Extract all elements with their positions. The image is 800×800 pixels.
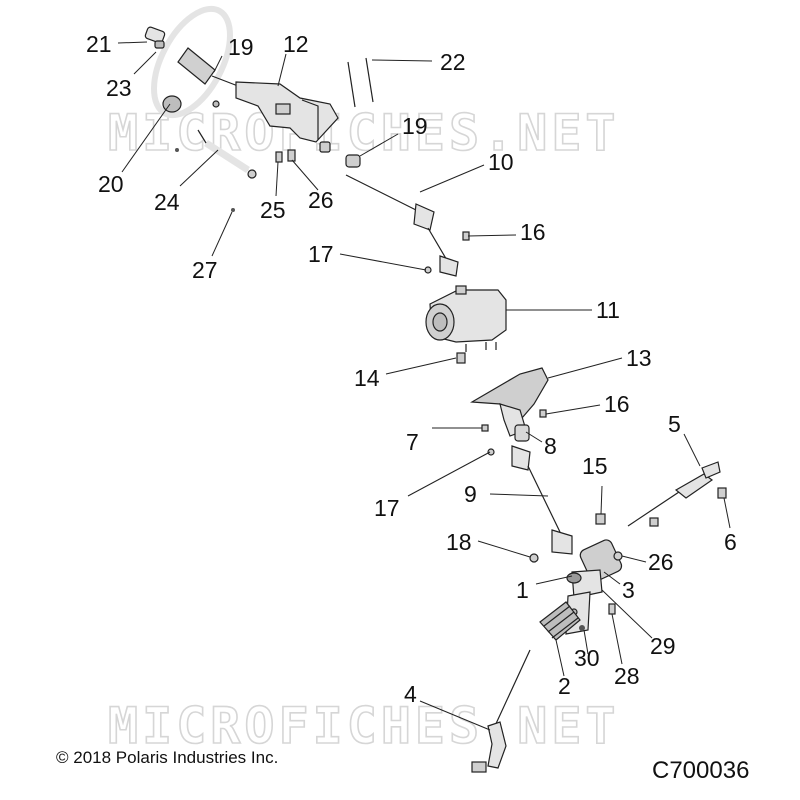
diagram-code: C700036	[652, 757, 749, 784]
callout-16-lower: 16	[604, 391, 630, 417]
callout-29: 29	[650, 633, 676, 659]
callout-15: 15	[582, 453, 608, 479]
part-tilt-bracket	[235, 81, 339, 153]
part-bolt-15	[595, 513, 606, 525]
callout-5: 5	[668, 411, 681, 437]
part-lower-intermediate-shaft	[511, 445, 573, 555]
callout-19: 19	[228, 34, 254, 60]
callout-25: 25	[260, 197, 286, 223]
part-steering-rack	[565, 539, 623, 635]
callout-labels: 21 19 12 22 23 19 10 20 24 25 26 16 17 2…	[86, 31, 737, 707]
part-small-fasteners-top	[231, 149, 296, 212]
callout-16: 16	[520, 219, 546, 245]
callout-17-lower: 17	[374, 495, 400, 521]
callout-23: 23	[106, 75, 132, 101]
callout-24: 24	[154, 189, 180, 215]
callout-19-lower: 19	[402, 113, 428, 139]
part-bushing	[345, 154, 361, 168]
callout-6: 6	[724, 529, 737, 555]
part-upper-intermediate-shaft	[345, 174, 470, 277]
part-bolt-14	[456, 352, 466, 364]
callout-11: 11	[596, 297, 620, 323]
part-boot	[539, 601, 581, 641]
callout-9: 9	[464, 481, 477, 507]
callout-30: 30	[574, 645, 600, 671]
callout-13: 13	[626, 345, 652, 371]
part-tie-rod-right	[627, 461, 727, 527]
callout-17: 17	[308, 241, 334, 267]
callout-26: 26	[308, 187, 334, 213]
callout-26-lower: 26	[648, 549, 674, 575]
part-eps-unit	[425, 285, 507, 352]
part-wheel-cap	[144, 26, 166, 49]
part-nut-18	[529, 553, 539, 563]
part-gas-strut	[175, 129, 257, 179]
watermark-bottom: MICROFICHES.NET	[108, 697, 620, 755]
part-bolts-pair	[347, 57, 374, 108]
callout-14: 14	[354, 365, 380, 391]
leader-lines	[117, 41, 731, 731]
callout-28: 28	[614, 663, 640, 689]
callout-27: 27	[192, 257, 218, 283]
callout-4: 4	[404, 681, 417, 707]
watermark-top: MICROFICHES.NET	[108, 104, 620, 162]
callout-1: 1	[516, 577, 529, 603]
callout-18: 18	[446, 529, 472, 555]
callout-2: 2	[558, 673, 571, 699]
callout-3: 3	[622, 577, 635, 603]
part-mount-bracket	[470, 367, 549, 442]
callout-8: 8	[544, 433, 557, 459]
callout-7: 7	[406, 429, 419, 455]
callout-12: 12	[283, 31, 309, 57]
copyright-notice: © 2018 Polaris Industries Inc.	[56, 748, 278, 767]
part-fasteners-mid	[481, 409, 547, 456]
part-steering-column-shaft	[211, 75, 239, 108]
part-tie-rod-left	[471, 649, 531, 773]
callout-20: 20	[98, 171, 124, 197]
callout-21: 21	[86, 31, 112, 57]
callout-22: 22	[440, 49, 466, 75]
callout-10: 10	[488, 149, 514, 175]
part-steering-wheel	[151, 5, 233, 119]
